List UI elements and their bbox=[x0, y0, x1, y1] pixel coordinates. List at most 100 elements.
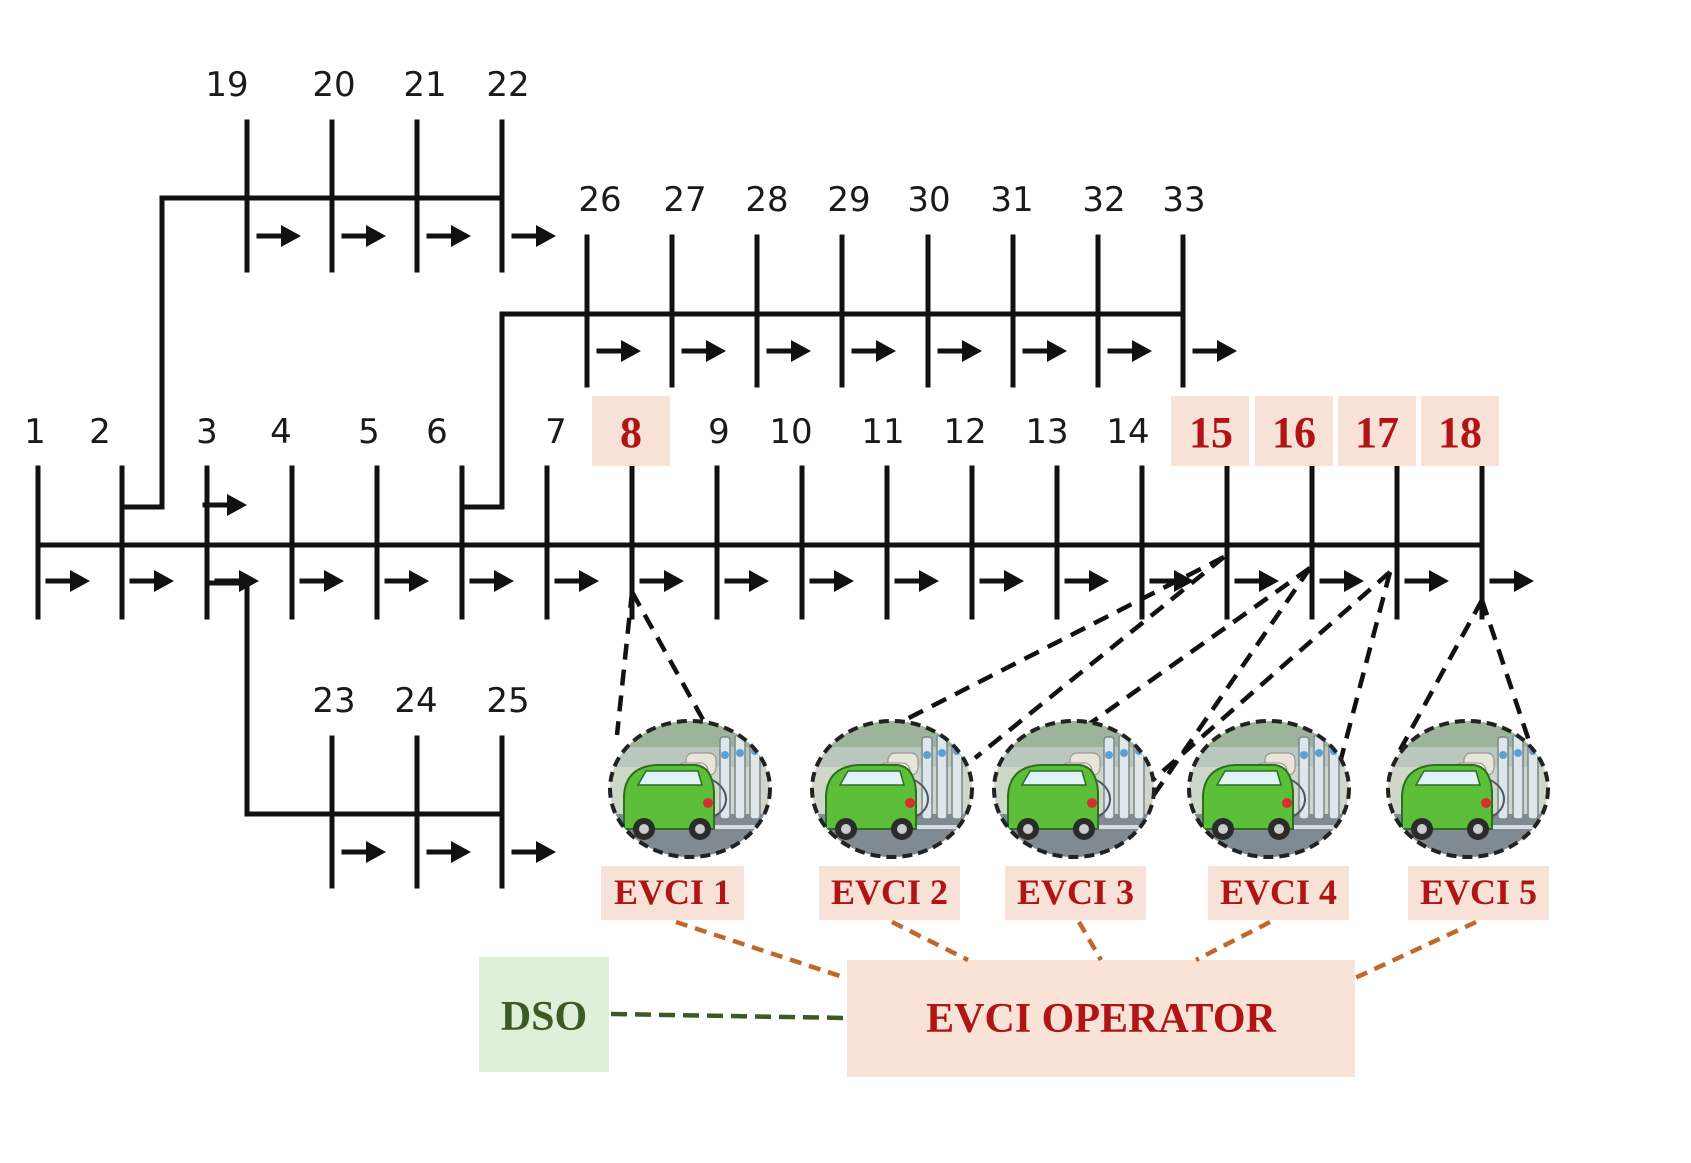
load-arrow-head bbox=[621, 340, 641, 362]
bus-label-30: 30 bbox=[907, 180, 950, 220]
bus-label-24: 24 bbox=[394, 681, 437, 721]
load-arrow-icon bbox=[214, 570, 259, 592]
evci-label-box-5 bbox=[1408, 866, 1549, 920]
operator-link-dashed-line bbox=[1354, 919, 1477, 981]
ev-connection-dashed-line bbox=[1138, 566, 1312, 817]
load-arrow-head bbox=[536, 225, 556, 247]
load-arrow-icon bbox=[681, 340, 726, 362]
evci-operator-label: EVCI OPERATOR bbox=[926, 996, 1276, 1042]
ev-charging-station-icon bbox=[992, 719, 1156, 859]
bus-label-6: 6 bbox=[426, 412, 448, 452]
bus-label-31: 31 bbox=[990, 180, 1033, 220]
ev-connection-dashed-line bbox=[1128, 570, 1392, 802]
bus-label-32: 32 bbox=[1082, 180, 1125, 220]
ev-connection-dashed-line bbox=[614, 591, 635, 736]
load-arrow-head bbox=[1004, 570, 1024, 592]
bus-label-28: 28 bbox=[745, 180, 788, 220]
evci-label-box-3 bbox=[1005, 866, 1146, 920]
ev-station-dashed-border bbox=[1386, 719, 1550, 859]
ev-station-dashed-border bbox=[810, 719, 974, 859]
load-arrow-head bbox=[791, 340, 811, 362]
load-arrow-icon bbox=[809, 570, 854, 592]
load-arrow-icon bbox=[426, 225, 471, 247]
load-arrow-head bbox=[536, 841, 556, 863]
load-arrow-icon bbox=[639, 570, 684, 592]
load-arrow-icon bbox=[937, 340, 982, 362]
load-arrow-head bbox=[1217, 340, 1237, 362]
bus-label-15-highlighted: 15 bbox=[1189, 408, 1233, 457]
bus-label-33: 33 bbox=[1162, 180, 1205, 220]
ev-charging-station-icon bbox=[1386, 719, 1550, 859]
evci-label-box-2 bbox=[819, 866, 960, 920]
load-arrow-head bbox=[706, 340, 726, 362]
load-arrow-icon bbox=[554, 570, 599, 592]
bus-label-23: 23 bbox=[312, 681, 355, 721]
bus-label-25: 25 bbox=[486, 681, 529, 721]
load-arrow-head bbox=[70, 570, 90, 592]
bus-label-27: 27 bbox=[663, 180, 706, 220]
operator-link-dashed-line bbox=[890, 919, 970, 963]
ev-charging-station-icon bbox=[810, 719, 974, 859]
highlight-box-bus-15 bbox=[1171, 396, 1249, 466]
load-arrow-head bbox=[1514, 570, 1534, 592]
dso-label: DSO bbox=[501, 994, 587, 1040]
load-arrow-icon bbox=[724, 570, 769, 592]
load-arrow-icon bbox=[1489, 570, 1534, 592]
load-arrow-head bbox=[876, 340, 896, 362]
load-arrow-head bbox=[494, 570, 514, 592]
load-arrow-icon bbox=[511, 225, 556, 247]
load-arrow-icon bbox=[469, 570, 514, 592]
bus-label-12: 12 bbox=[943, 412, 986, 452]
load-arrow-head bbox=[154, 570, 174, 592]
highlight-box-bus-16 bbox=[1255, 396, 1333, 466]
load-arrow-icon bbox=[45, 570, 90, 592]
load-arrow-head bbox=[579, 570, 599, 592]
ev-station-dashed-border bbox=[1187, 719, 1351, 859]
load-arrow-head bbox=[1259, 570, 1279, 592]
load-arrow-icon bbox=[1319, 570, 1364, 592]
bus-label-29: 29 bbox=[827, 180, 870, 220]
dso-box bbox=[479, 957, 609, 1072]
load-arrow-icon bbox=[1107, 340, 1152, 362]
ev-charging-station-icon bbox=[1187, 719, 1351, 859]
dso-operator-dashed-line bbox=[610, 1011, 847, 1021]
bus-label-13: 13 bbox=[1025, 412, 1068, 452]
bus-label-2: 2 bbox=[89, 412, 111, 452]
load-arrow-head bbox=[664, 570, 684, 592]
load-arrow-icon bbox=[979, 570, 1024, 592]
load-arrow-head bbox=[1429, 570, 1449, 592]
evci-label-box-4 bbox=[1208, 866, 1349, 920]
load-arrow-head bbox=[451, 841, 471, 863]
bus-label-11: 11 bbox=[861, 412, 904, 452]
evci-label-3: EVCI 3 bbox=[1017, 872, 1134, 912]
branch-19-22-line bbox=[122, 195, 502, 510]
load-arrow-icon bbox=[1022, 340, 1067, 362]
ev-station-dashed-border bbox=[608, 719, 772, 859]
evci-label-5: EVCI 5 bbox=[1420, 872, 1537, 912]
bus-label-5: 5 bbox=[358, 412, 380, 452]
operator-link-dashed-line bbox=[1077, 920, 1103, 962]
evci-label-1: EVCI 1 bbox=[614, 872, 731, 912]
ev-connection-dashed-line bbox=[973, 555, 1226, 760]
operator-link-dashed-line bbox=[1194, 919, 1272, 963]
load-arrow-icon bbox=[1404, 570, 1449, 592]
load-arrow-icon bbox=[341, 841, 386, 863]
load-arrow-icon bbox=[426, 841, 471, 863]
load-arrow-icon bbox=[511, 841, 556, 863]
load-arrow-head bbox=[366, 841, 386, 863]
load-arrow-head bbox=[239, 570, 259, 592]
load-arrow-icon bbox=[256, 225, 301, 247]
evci-label-2: EVCI 2 bbox=[831, 872, 948, 912]
load-arrow-icon bbox=[202, 494, 247, 516]
highlight-box-bus-8 bbox=[592, 396, 670, 466]
operator-link-dashed-line bbox=[675, 919, 847, 981]
bus-label-1: 1 bbox=[24, 412, 46, 452]
ev-connection-dashed-line bbox=[891, 554, 1226, 729]
load-arrow-icon bbox=[341, 225, 386, 247]
highlight-box-bus-18 bbox=[1421, 396, 1499, 466]
bus-label-8-highlighted: 8 bbox=[620, 408, 642, 457]
load-arrow-head bbox=[451, 225, 471, 247]
ev-charging-station-icon bbox=[608, 719, 772, 859]
load-arrow-icon bbox=[1064, 570, 1109, 592]
